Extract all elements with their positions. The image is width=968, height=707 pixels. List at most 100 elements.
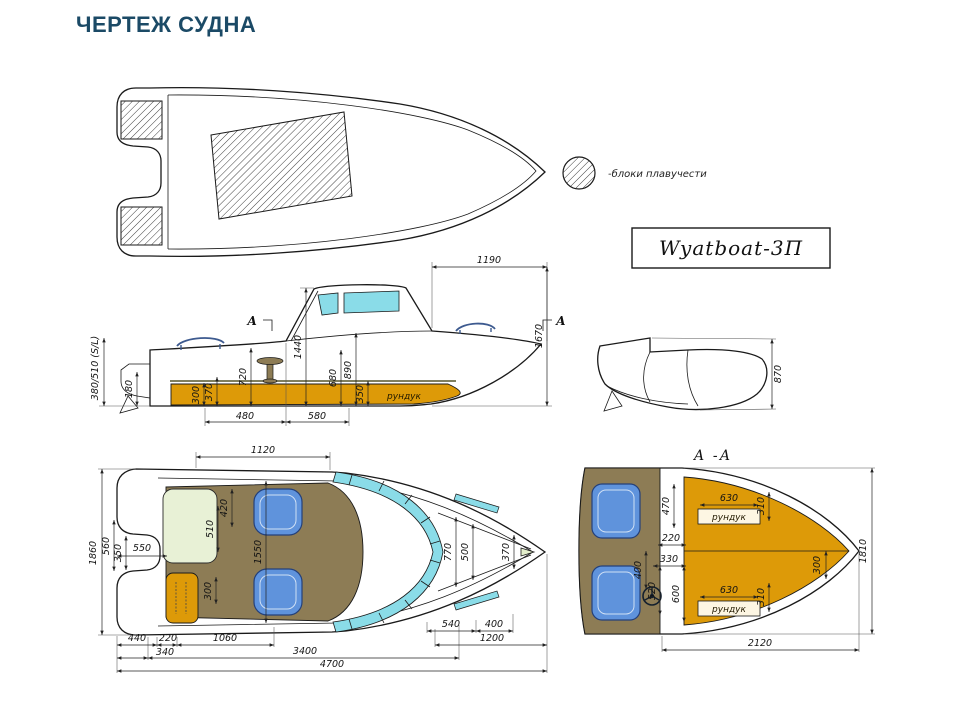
model-plate-label: Wyatboat-3П <box>659 236 803 260</box>
dim-310-top: 310 <box>756 497 767 515</box>
dim-300-plan: 300 <box>203 582 214 600</box>
flotation-legend: -блоки плавучести <box>562 156 707 190</box>
dim-630-bottom: 630 <box>720 585 738 596</box>
side-locker <box>170 383 461 406</box>
dim-680: 680 <box>328 369 339 387</box>
side-locker-label: рундук <box>386 392 421 402</box>
dim-370-side: 370 <box>204 383 215 401</box>
dim-510: 510 <box>205 520 216 538</box>
dim-420: 420 <box>219 499 230 517</box>
dim-350-side: 350 <box>355 385 366 403</box>
windshield-band <box>332 471 444 633</box>
bow-railing <box>455 322 496 334</box>
dim-220-section: 220 <box>662 533 680 544</box>
dim-1120: 1120 <box>251 445 275 456</box>
dim-470: 470 <box>661 497 672 515</box>
locker-label-box-bottom <box>697 600 761 617</box>
dim-330: 330 <box>660 554 678 565</box>
helm-seat-pedestal <box>256 357 284 384</box>
dim-370-plan: 370 <box>501 543 512 561</box>
dim-3400: 3400 <box>293 646 317 657</box>
section-dim-lines <box>644 468 874 652</box>
seat-starboard <box>253 568 303 616</box>
dim-720: 720 <box>238 368 249 386</box>
dim-180: 180 <box>124 380 135 398</box>
windshield-pane-separators <box>348 474 441 630</box>
dim-1810: 1810 <box>858 539 869 563</box>
top-view <box>116 86 546 258</box>
model-plate-frame <box>631 227 831 269</box>
top-view-inner-gunwale <box>167 94 537 250</box>
cabin-window-front <box>317 292 339 316</box>
side-hull <box>149 284 543 407</box>
plan-view: 1120 1860 560 350 550 420 510 1550 300 7… <box>88 445 548 673</box>
model-plate: Wyatboat-3П <box>631 227 831 269</box>
dim-stern-height: 380/510 (S/L) <box>90 336 101 400</box>
side-deck-line <box>285 330 433 342</box>
dim-480: 480 <box>236 411 254 422</box>
section-seat-starboard <box>591 565 641 621</box>
dim-540: 540 <box>442 619 460 630</box>
battery-box-text-marks <box>175 582 187 614</box>
page-title: ЧЕРТЕЖ СУДНА <box>76 12 257 37</box>
plan-extension-lines <box>98 452 548 673</box>
top-view-hull-outline <box>116 86 546 258</box>
plan-hull <box>116 468 547 636</box>
transom-extension-lines <box>651 337 777 411</box>
dim-600: 600 <box>671 585 682 603</box>
section-title: А -А <box>693 448 732 464</box>
flotation-block-stern-top <box>120 100 163 140</box>
battery-box <box>165 572 199 624</box>
section-seat-port <box>591 483 641 539</box>
seat-port <box>253 488 303 536</box>
section-cut-marks: А А <box>246 314 566 331</box>
flotation-legend-swatch <box>562 156 596 190</box>
dim-1190: 1190 <box>477 255 501 266</box>
dim-770: 770 <box>443 543 454 561</box>
side-view: рундук А А <box>90 255 566 426</box>
dim-560: 560 <box>101 537 112 555</box>
transom-detail-lines <box>606 349 699 407</box>
dim-340: 340 <box>156 647 174 658</box>
dim-580: 580 <box>308 411 326 422</box>
dim-520: 520 <box>647 582 658 600</box>
locker-label-bottom: рундук <box>711 605 746 615</box>
section-mark-right: А <box>555 314 566 328</box>
bow-cleat <box>520 547 536 557</box>
dim-550: 550 <box>133 543 151 554</box>
dim-2120: 2120 <box>748 638 772 649</box>
dim-310-bottom: 310 <box>756 588 767 606</box>
grab-rail-port <box>453 493 500 514</box>
dim-890: 890 <box>343 361 354 379</box>
dim-630-top: 630 <box>720 493 738 504</box>
dim-1060: 1060 <box>213 633 237 644</box>
transom-view: 870 <box>597 337 784 412</box>
side-skeg <box>119 395 139 414</box>
dim-1200: 1200 <box>480 633 504 644</box>
dim-440: 440 <box>128 633 146 644</box>
flotation-block-center <box>210 111 353 220</box>
cabin-window-side <box>343 290 400 314</box>
dim-1550: 1550 <box>253 540 264 564</box>
dim-870: 870 <box>773 365 784 383</box>
dim-300-side: 300 <box>191 386 202 404</box>
dim-1670: 1670 <box>534 324 545 348</box>
locker-label-top: рундук <box>711 513 746 523</box>
flotation-legend-label: -блоки плавучести <box>608 168 707 180</box>
transom-skeg <box>603 390 623 412</box>
flotation-block-stern-bottom <box>120 206 163 246</box>
dim-1440: 1440 <box>293 335 304 359</box>
dim-300-section: 300 <box>812 556 823 574</box>
grab-rail-starboard <box>453 590 500 611</box>
dim-350-plan: 350 <box>113 544 124 562</box>
dim-4700: 4700 <box>320 659 344 670</box>
side-view-dim-lines <box>102 265 549 424</box>
dim-1860: 1860 <box>88 541 99 565</box>
dim-400-section: 400 <box>633 561 644 579</box>
section-mark-left: А <box>246 314 257 328</box>
dim-220-plan: 220 <box>159 633 177 644</box>
transom-hull <box>597 337 768 411</box>
locker-label-box-top <box>697 508 761 525</box>
section-view: А -А <box>578 448 875 652</box>
